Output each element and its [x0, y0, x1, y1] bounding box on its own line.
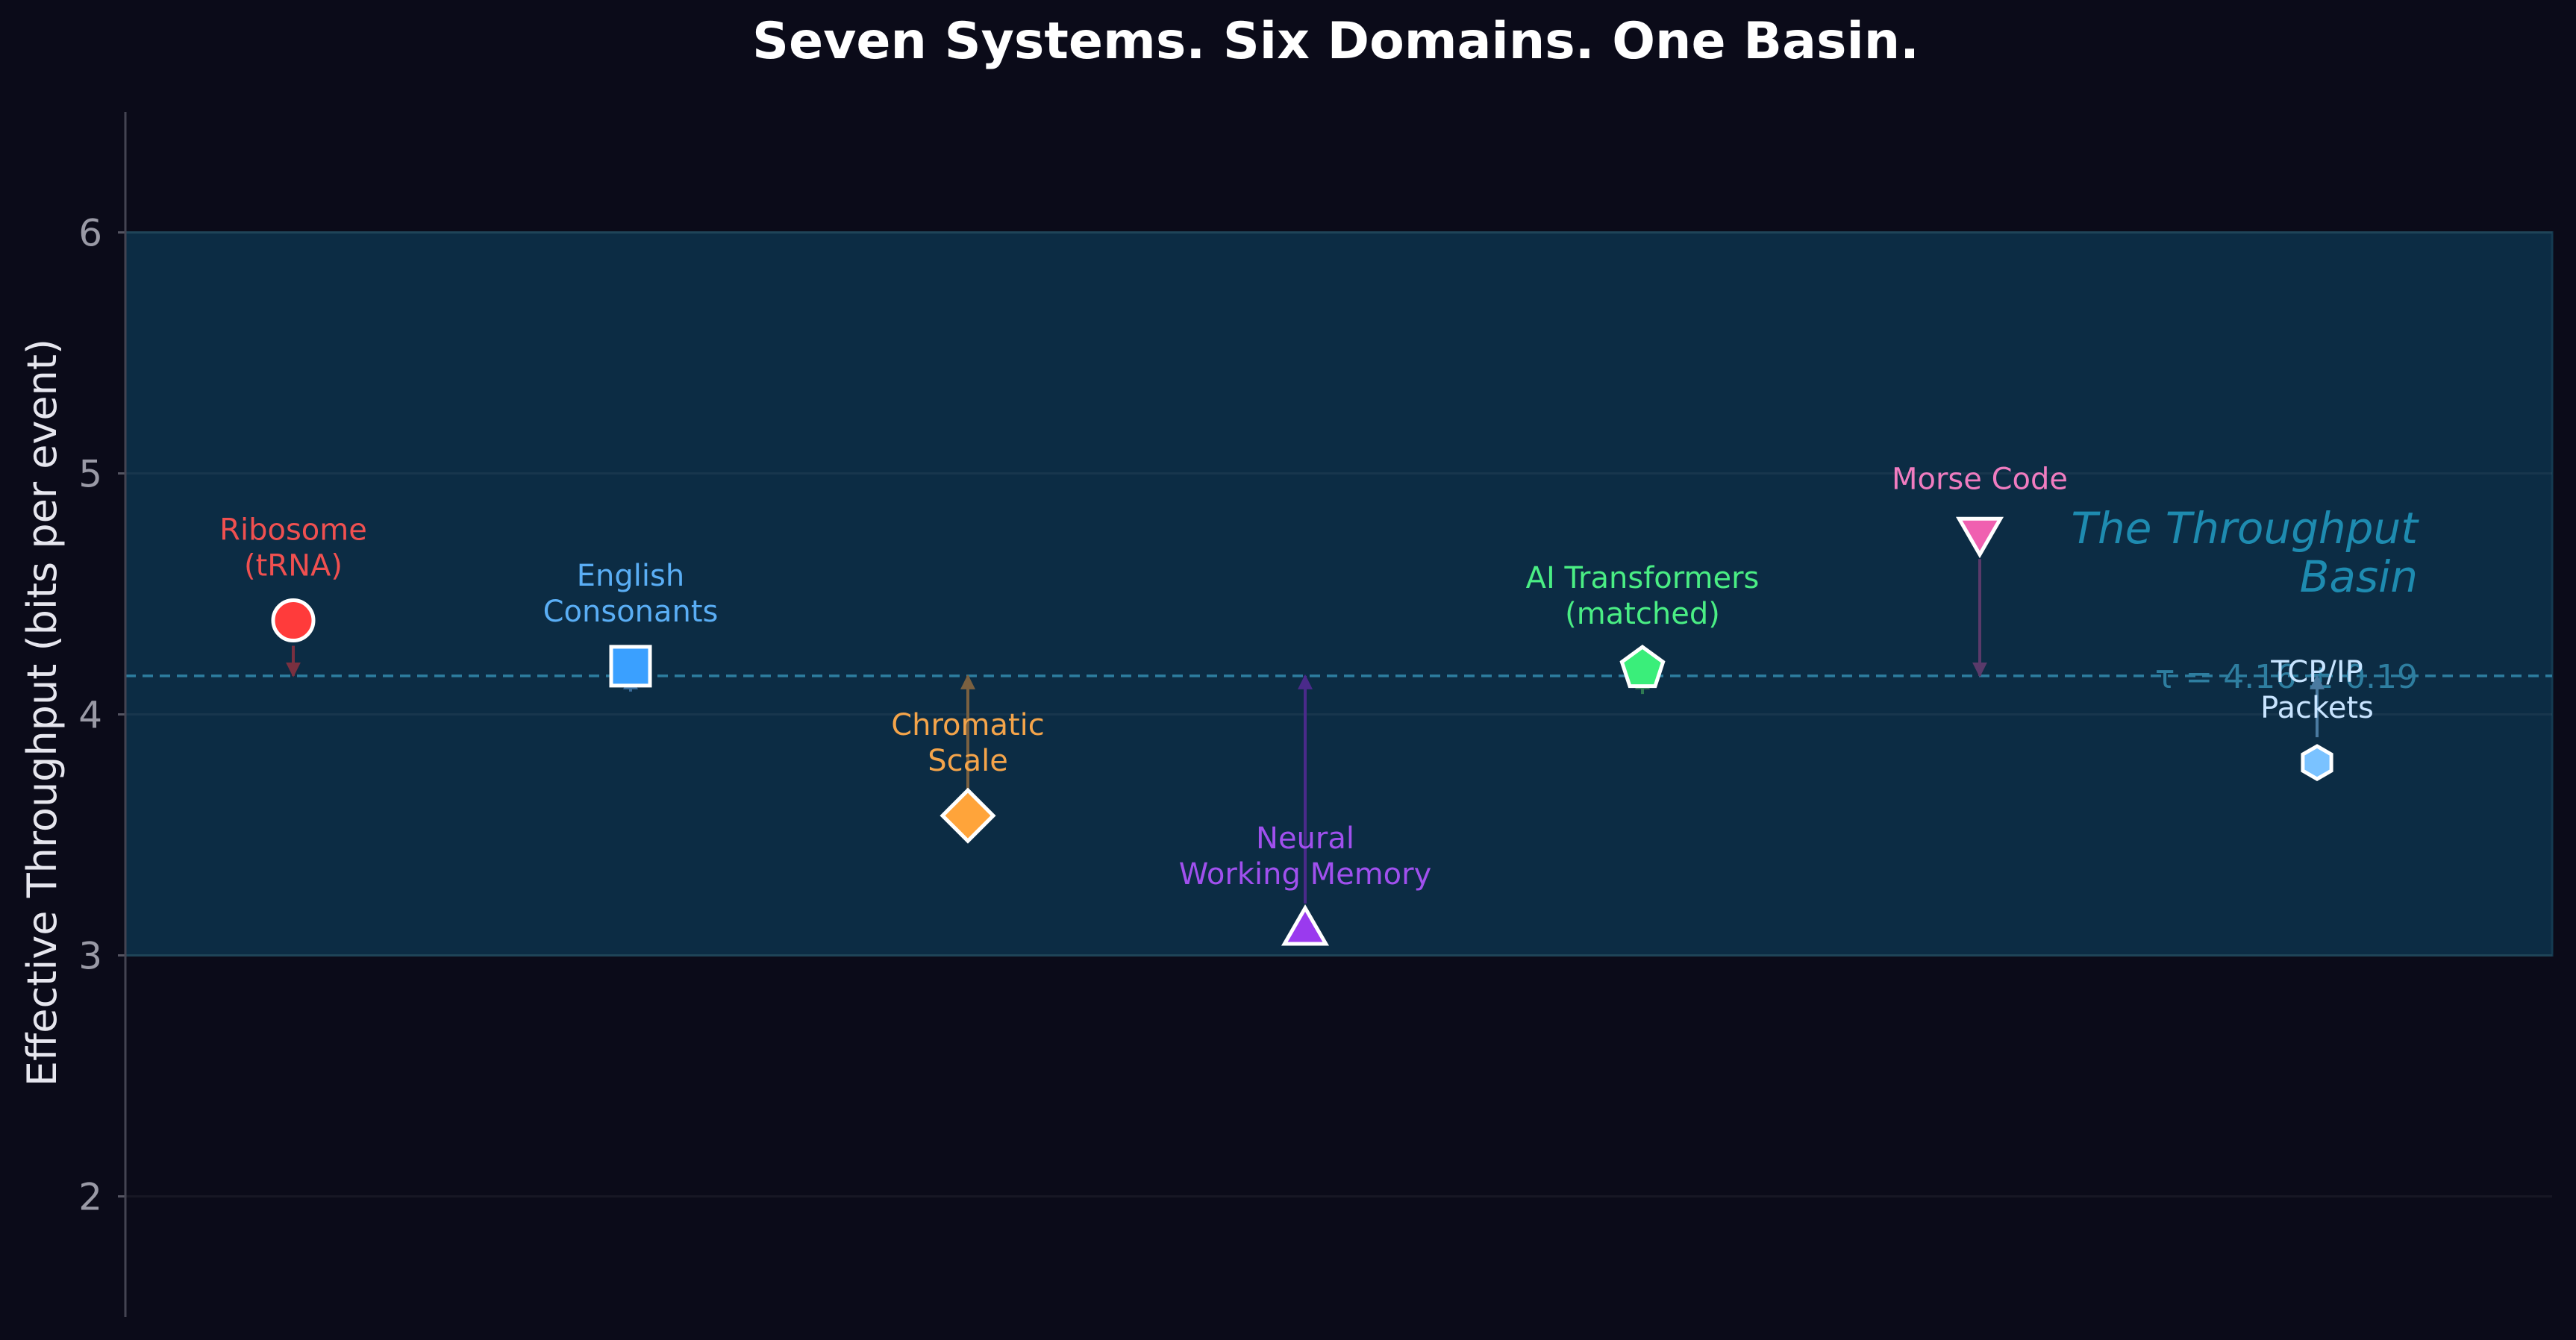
- y-axis-label: Effective Throughput (bits per event): [19, 339, 66, 1086]
- point-label-tcp-ip-2: Packets: [2260, 691, 2374, 725]
- y-tick-label-4: 4: [78, 694, 102, 737]
- y-tick-label-6: 6: [78, 212, 102, 255]
- point-label-ai-transformers-1: AI Transformers: [1526, 561, 1760, 595]
- basin-label-line2: Basin: [2300, 551, 2418, 602]
- point-label-neural-2: Working Memory: [1179, 857, 1432, 892]
- data-point-neural: [1281, 904, 1330, 946]
- data-point-morse-code: [1955, 516, 2004, 559]
- y-tick-label-5: 5: [78, 453, 102, 496]
- point-label-chromatic-2: Scale: [928, 744, 1008, 778]
- point-label-english-1: English: [577, 559, 684, 593]
- y-tick-label-2: 2: [78, 1176, 102, 1219]
- point-label-english-2: Consonants: [543, 595, 719, 629]
- data-point-english: [609, 645, 652, 688]
- point-label-tcp-ip-1: TCP/IP: [2270, 655, 2363, 689]
- chart-title: Seven Systems. Six Domains. One Basin.: [752, 12, 1919, 71]
- data-point-chromatic: [940, 787, 996, 844]
- y-tick-label-3: 3: [78, 935, 102, 978]
- basin-label-line1: The Throughput: [2072, 503, 2420, 554]
- basin-band: [124, 231, 2554, 957]
- point-label-ribosome-2: (tRNA): [244, 549, 343, 583]
- data-point-tcp-ip: [2301, 744, 2333, 781]
- point-label-morse-code-1: Morse Code: [1892, 462, 2068, 496]
- data-point-ribosome: [271, 598, 316, 643]
- point-label-chromatic-1: Chromatic: [891, 708, 1045, 742]
- reference-line-label: τ = 4.16 ± 0.19: [2155, 658, 2418, 696]
- point-label-neural-1: Neural: [1256, 821, 1354, 856]
- point-label-ai-transformers-2: (matched): [1565, 597, 1720, 631]
- point-label-ribosome-1: Ribosome: [219, 513, 367, 548]
- data-point-ai-transformers: [1619, 645, 1666, 689]
